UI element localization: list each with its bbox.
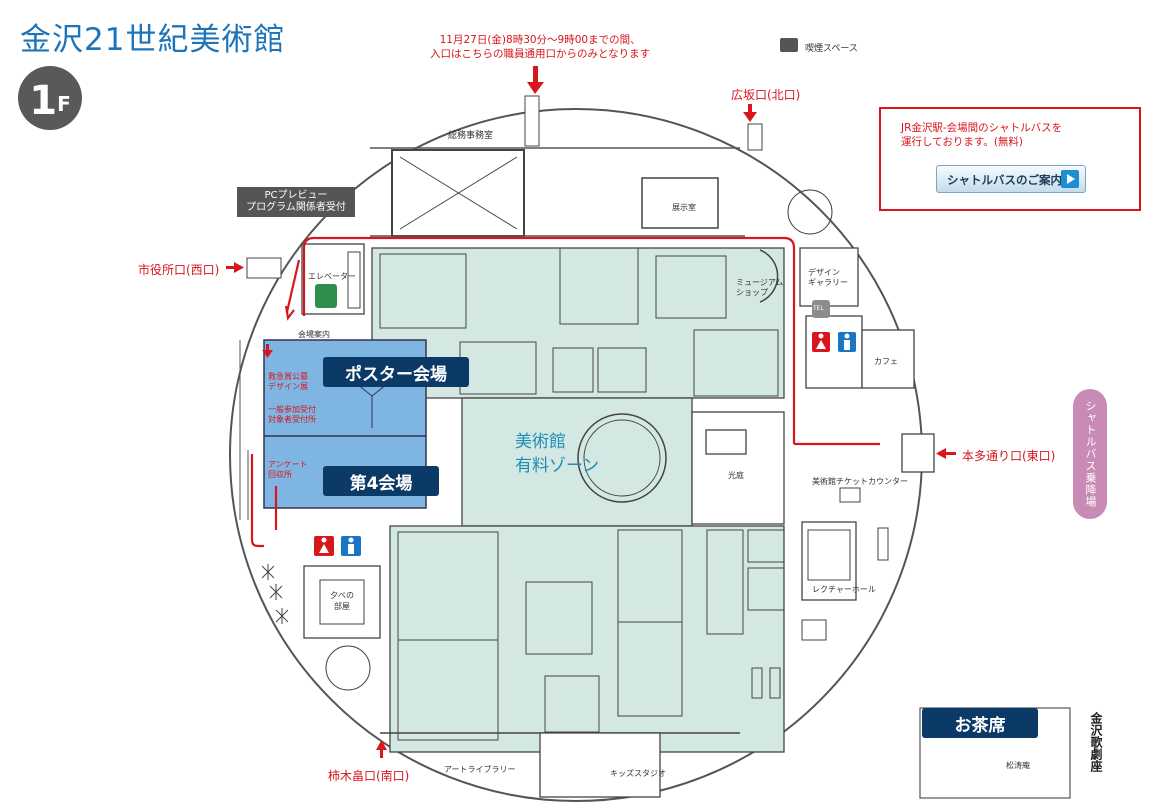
elevator-label: エレベーター: [308, 272, 356, 281]
paid-zone-label: 美術館 有料ゾーン: [515, 430, 599, 478]
pc-preview-line1: PCプレビュー: [264, 190, 328, 201]
kids-room-label: 夕べの 部屋: [330, 590, 354, 612]
cafe-label: カフェ: [874, 357, 898, 366]
design-gallery-label: デザイン ギャラリー: [808, 268, 848, 288]
shotoan-label: 松涛庵: [1006, 761, 1030, 770]
entrance-east: 本多通り口(東口): [962, 449, 1056, 463]
museum-shop-line1: ミュージアム: [736, 278, 784, 287]
plant-icons: [261, 564, 289, 624]
kids-studio-label: キッズスタジオ: [610, 769, 666, 778]
award-exhibit-label: 救急賞公募 デザイン展: [268, 372, 308, 392]
notice-line1: 11月27日(金)8時30分～9時00までの間、: [439, 34, 641, 46]
office-label: 総務事務室: [448, 131, 494, 141]
lecture-hall-label: レクチャーホール: [812, 585, 876, 594]
shuttle-text-line2: 運行しております。(無料): [901, 136, 1024, 148]
info-label: 会場案内: [298, 330, 330, 339]
smoking-icon: [780, 38, 798, 52]
paid-zone-line1: 美術館: [515, 432, 566, 452]
round-gallery: [577, 413, 667, 503]
tea-ceremony-label: お茶席: [922, 708, 1038, 738]
paid-zone: [371, 247, 785, 753]
exhibition-room: [641, 177, 719, 229]
design-gallery-line2: ギャラリー: [808, 278, 848, 287]
survey-line2: 回収所: [268, 470, 292, 479]
pc-preview-line2: プログラム関係者受付: [246, 202, 346, 213]
kids-room-line1: 夕べの: [330, 591, 354, 600]
paid-zone-line2: 有料ゾーン: [515, 456, 600, 476]
shuttle-text: JR金沢駅-会場間のシャトルバスを 運行しております。(無料): [901, 121, 1062, 149]
art-library-label: アートライブラリー: [444, 765, 516, 774]
play-arrow-icon: [1061, 170, 1079, 188]
general-reg-line2: 対象者受付所: [268, 415, 316, 424]
shuttle-info-box: JR金沢駅-会場間のシャトルバスを 運行しております。(無料) シャトルバスのご…: [879, 107, 1141, 211]
survey-line1: アンケート: [268, 460, 308, 469]
museum-shop-label: ミュージアム ショップ: [736, 278, 783, 298]
shuttle-text-line1: JR金沢駅-会場間のシャトルバスを: [901, 122, 1063, 134]
pc-preview-label: PCプレビュー プログラム関係者受付: [237, 187, 355, 217]
shuttle-guide-label: シャトルバスのご案内: [947, 173, 1062, 187]
tel-label: TEL: [813, 305, 824, 312]
smoking-label: 喫煙スペース: [805, 44, 858, 54]
phone-icon: [812, 300, 830, 318]
floor-number: 1: [29, 78, 58, 124]
notice-line2: 入口はこちらの職員通用口からのみとなります: [430, 48, 651, 60]
kanazawa-theater-label: 金沢歌劇座: [1089, 712, 1103, 772]
design-gallery-line1: デザイン: [808, 268, 840, 277]
hall4-label: 第4会場: [323, 466, 439, 496]
light-court: [691, 411, 785, 525]
staff-entrance-notice: 11月27日(金)8時30分～9時00までの間、 入口はこちらの職員通用口からの…: [430, 33, 650, 61]
entrance-west: 市役所口(西口): [138, 263, 220, 277]
entrance-north: 広坂口(北口): [731, 88, 801, 102]
general-reg-line1: 一般参加受付: [268, 405, 316, 414]
light-court-label: 光庭: [728, 471, 744, 480]
floor-unit: F: [57, 92, 71, 116]
entrance-south: 柿木畠口(南口): [328, 769, 410, 783]
ticket-counter-label: 美術館チケットカウンター: [812, 477, 908, 486]
entrance-arrows: [226, 66, 956, 758]
kids-room-line2: 部屋: [334, 602, 350, 611]
general-registration-label: 一般参加受付 対象者受付所: [268, 405, 316, 425]
poster-hall-label: ポスター会場: [323, 357, 469, 387]
shuttle-stop: シャトルバス乗降場: [1073, 389, 1107, 519]
museum-shop-line2: ショップ: [736, 288, 768, 297]
award-line2: デザイン展: [268, 382, 308, 391]
elevator-icon: [315, 284, 337, 308]
shuttle-guide-button[interactable]: シャトルバスのご案内: [936, 165, 1086, 193]
award-line1: 救急賞公募: [268, 372, 308, 381]
page-title: 金沢21世紀美術館: [20, 22, 286, 58]
survey-collection-label: アンケート 回収所: [268, 460, 308, 480]
exhibition-room-label: 展示室: [672, 203, 696, 212]
